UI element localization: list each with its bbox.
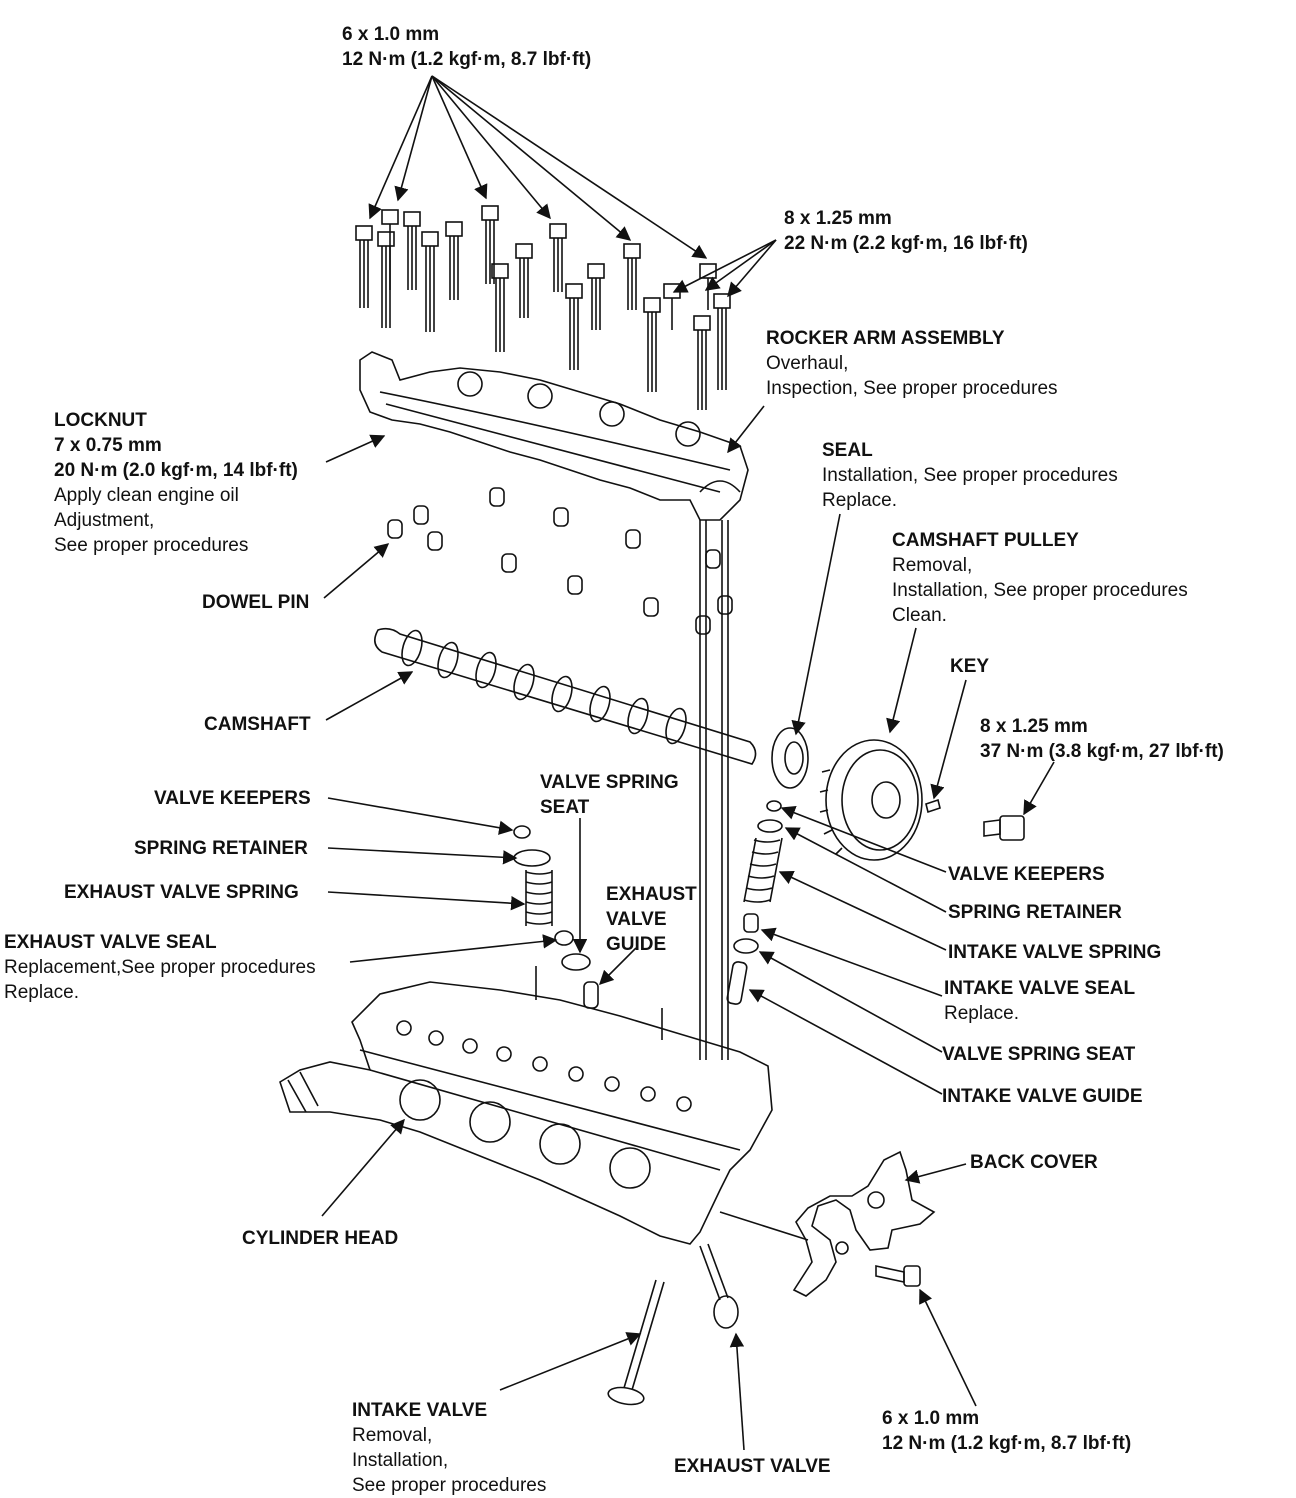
leader-lines: [321, 75, 1055, 1451]
locknut-title: LOCKNUT: [54, 410, 147, 431]
intake-valve-line2: Installation,: [352, 1450, 449, 1471]
exhaust-valve-seal-callout: EXHAUST VALVE SEAL Replacement,See prope…: [4, 930, 316, 1005]
camshaft-pulley-callout: CAMSHAFT PULLEY Removal, Installation, S…: [892, 528, 1188, 628]
locknut-size: 7 x 0.75 mm: [54, 435, 162, 456]
exhaust-valve-guide-callout: EXHAUST VALVE GUIDE: [606, 882, 697, 957]
camshaft: [374, 627, 757, 765]
exhaust-valve-seal-title: EXHAUST VALVE SEAL: [4, 932, 217, 953]
back-cover-bolt-size: 6 x 1.0 mm: [882, 1408, 980, 1429]
camshaft-label: CAMSHAFT: [204, 714, 311, 735]
exhaust-valve-label: EXHAUST VALVE: [674, 1456, 831, 1477]
intake-valve-seal-line1: Replace.: [944, 1003, 1019, 1024]
bolts-top-torque: 12 N·m (1.2 kgf·m, 8.7 lbf·ft): [342, 49, 592, 70]
camshaft-pulley-line2: Installation, See proper procedures: [892, 580, 1188, 601]
back-cover: [792, 1150, 936, 1297]
rocker-arm-assembly-title: ROCKER ARM ASSEMBLY: [766, 328, 1005, 349]
spring-retainer-right-label: SPRING RETAINER: [948, 902, 1122, 923]
intake-valve-components: [726, 800, 783, 1005]
intake-valve-spring-label: INTAKE VALVE SPRING: [948, 942, 1162, 963]
locknut-line2: Adjustment,: [54, 510, 155, 531]
exhaust-valve-components: [513, 825, 599, 1009]
camshaft-pulley-line1: Removal,: [892, 555, 973, 576]
intake-valve-guide-label: INTAKE VALVE GUIDE: [942, 1086, 1143, 1107]
dowel-pin-label: DOWEL PIN: [202, 592, 310, 613]
exhaust-valve-guide-line2: VALVE: [606, 909, 667, 930]
exhaust-valve-seal-line2: Replace.: [4, 982, 79, 1003]
pulley-bolt-callout: 8 x 1.25 mm 37 N·m (3.8 kgf·m, 27 lbf·ft…: [980, 714, 1224, 764]
rocker-arm-assembly-line2: Inspection, See proper procedures: [766, 378, 1058, 399]
valve-keepers-left-label: VALVE KEEPERS: [154, 788, 311, 809]
seal-line2: Replace.: [822, 490, 897, 511]
back-cover-bolt-callout: 6 x 1.0 mm 12 N·m (1.2 kgf·m, 8.7 lbf·ft…: [882, 1406, 1131, 1456]
intake-valve-seal-title: INTAKE VALVE SEAL: [944, 978, 1136, 999]
back-cover-bolt: [875, 1265, 921, 1287]
rocker-arm-assembly-callout: ROCKER ARM ASSEMBLY Overhaul, Inspection…: [766, 326, 1058, 401]
intake-valve-callout: INTAKE VALVE Removal, Installation, See …: [352, 1398, 546, 1498]
pulley-bolt-torque: 37 N·m (3.8 kgf·m, 27 lbf·ft): [980, 741, 1224, 762]
camshaft-pulley: [819, 739, 923, 861]
exhaust-valve: [699, 1243, 739, 1329]
locknut-torque: 20 N·m (2.0 kgf·m, 14 lbf·ft): [54, 460, 298, 481]
valve-keepers-right-label: VALVE KEEPERS: [948, 864, 1105, 885]
valve-spring-seat-left-callout: VALVE SPRING SEAT: [540, 770, 679, 820]
camshaft-pulley-line3: Clean.: [892, 605, 947, 626]
bolts-top-size: 6 x 1.0 mm: [342, 24, 440, 45]
seal-callout: SEAL Installation, See proper procedures…: [822, 438, 1118, 513]
bolts-right-torque: 22 N·m (2.2 kgf·m, 16 lbf·ft): [784, 233, 1028, 254]
rocker-arm-assembly-line1: Overhaul,: [766, 353, 849, 374]
exhaust-valve-guide-line3: GUIDE: [606, 934, 667, 955]
spring-retainer-left-label: SPRING RETAINER: [134, 838, 308, 859]
cylinder-head-label: CYLINDER HEAD: [242, 1228, 399, 1249]
intake-valve-seal-callout: INTAKE VALVE SEAL Replace.: [944, 976, 1135, 1026]
bolts-right-size: 8 x 1.25 mm: [784, 208, 892, 229]
valve-spring-seat-left-line2: SEAT: [540, 797, 590, 818]
valve-spring-seat-right-label: VALVE SPRING SEAT: [942, 1044, 1136, 1065]
seal-title: SEAL: [822, 440, 873, 461]
bolts-right-callout: 8 x 1.25 mm 22 N·m (2.2 kgf·m, 16 lbf·ft…: [784, 206, 1028, 256]
bolts-top-callout: 6 x 1.0 mm 12 N·m (1.2 kgf·m, 8.7 lbf·ft…: [342, 22, 591, 72]
pulley-bolt-size: 8 x 1.25 mm: [980, 716, 1088, 737]
locknut-callout: LOCKNUT 7 x 0.75 mm 20 N·m (2.0 kgf·m, 1…: [54, 408, 298, 558]
cylinder-head: [279, 966, 773, 1245]
pulley-key: [925, 798, 941, 814]
camshaft-seal: [771, 727, 809, 789]
exhaust-valve-guide-line1: EXHAUST: [606, 884, 697, 905]
locknut-line3: See proper procedures: [54, 535, 249, 556]
alignment-rods: [699, 520, 729, 1060]
back-cover-bolt-torque: 12 N·m (1.2 kgf·m, 8.7 lbf·ft): [882, 1433, 1132, 1454]
cylinder-head-bolts: [355, 205, 731, 410]
locknut-line1: Apply clean engine oil: [54, 485, 239, 506]
camshaft-pulley-title: CAMSHAFT PULLEY: [892, 530, 1079, 551]
back-cover-label: BACK COVER: [970, 1152, 1098, 1173]
exhaust-valve-spring-label: EXHAUST VALVE SPRING: [64, 882, 299, 903]
pulley-bolt: [983, 815, 1025, 841]
valve-spring-seat-left-line1: VALVE SPRING: [540, 772, 679, 793]
dowel-pins: [387, 487, 733, 635]
rocker-arm-assembly: [359, 351, 749, 521]
intake-valve-line3: See proper procedures: [352, 1475, 547, 1496]
exhaust-valve-seal-line1: Replacement,See proper procedures: [4, 957, 316, 978]
seal-line1: Installation, See proper procedures: [822, 465, 1118, 486]
intake-valve-title: INTAKE VALVE: [352, 1400, 488, 1421]
intake-valve-line1: Removal,: [352, 1425, 433, 1446]
key-label: KEY: [950, 656, 990, 677]
